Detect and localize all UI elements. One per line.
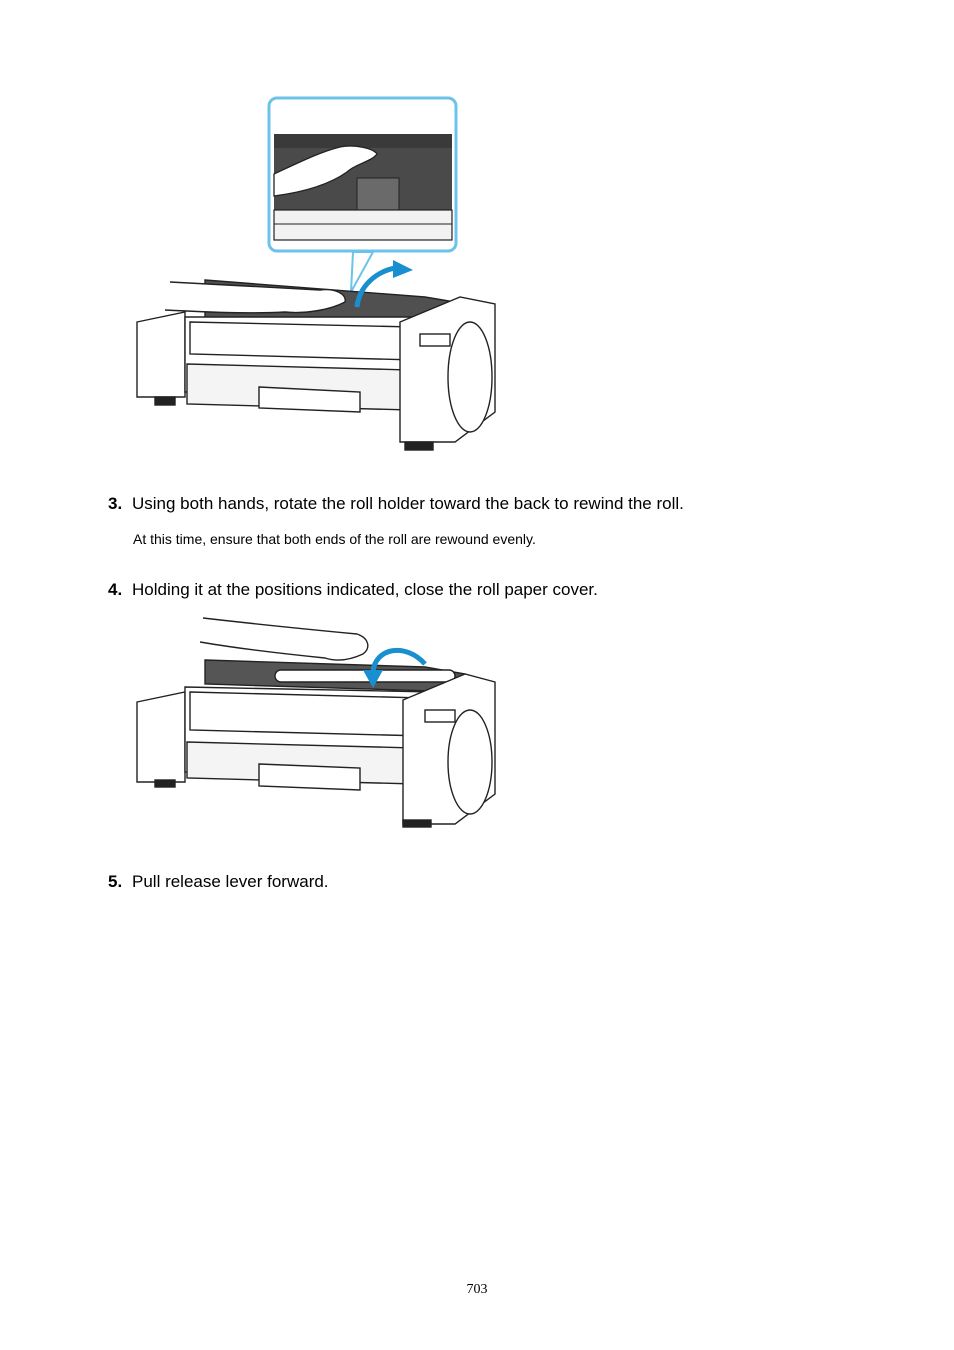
step-text: Using both hands, rotate the roll holder… [132,494,684,513]
hand [164,281,346,314]
step-3: 3. Using both hands, rotate the roll hold… [108,494,684,514]
zoom-callout [267,96,458,293]
page-number: 703 [466,1282,488,1297]
step-5: 5. Pull release lever forward. [108,872,329,892]
step-number: 3. [108,494,123,513]
step-number: 5. [108,872,123,891]
close-arrow [370,647,427,673]
printer-illustration [136,279,496,451]
step-number: 4. [108,580,123,599]
printer-illustration [136,659,496,828]
rotate-arrow [354,265,396,308]
step-4: 4. Holding it at the positions indicated,… [108,580,598,600]
figure-rotate-roll-holder [136,96,496,451]
step-3-note: At this time, ensure that both ends of t… [133,531,536,547]
figure-close-roll-cover [136,617,496,828]
hand-in-callout [273,145,378,197]
step-text: Holding it at the positions indicated, c… [132,580,598,599]
hand [199,617,369,661]
step-text: Pull release lever forward. [132,872,329,891]
